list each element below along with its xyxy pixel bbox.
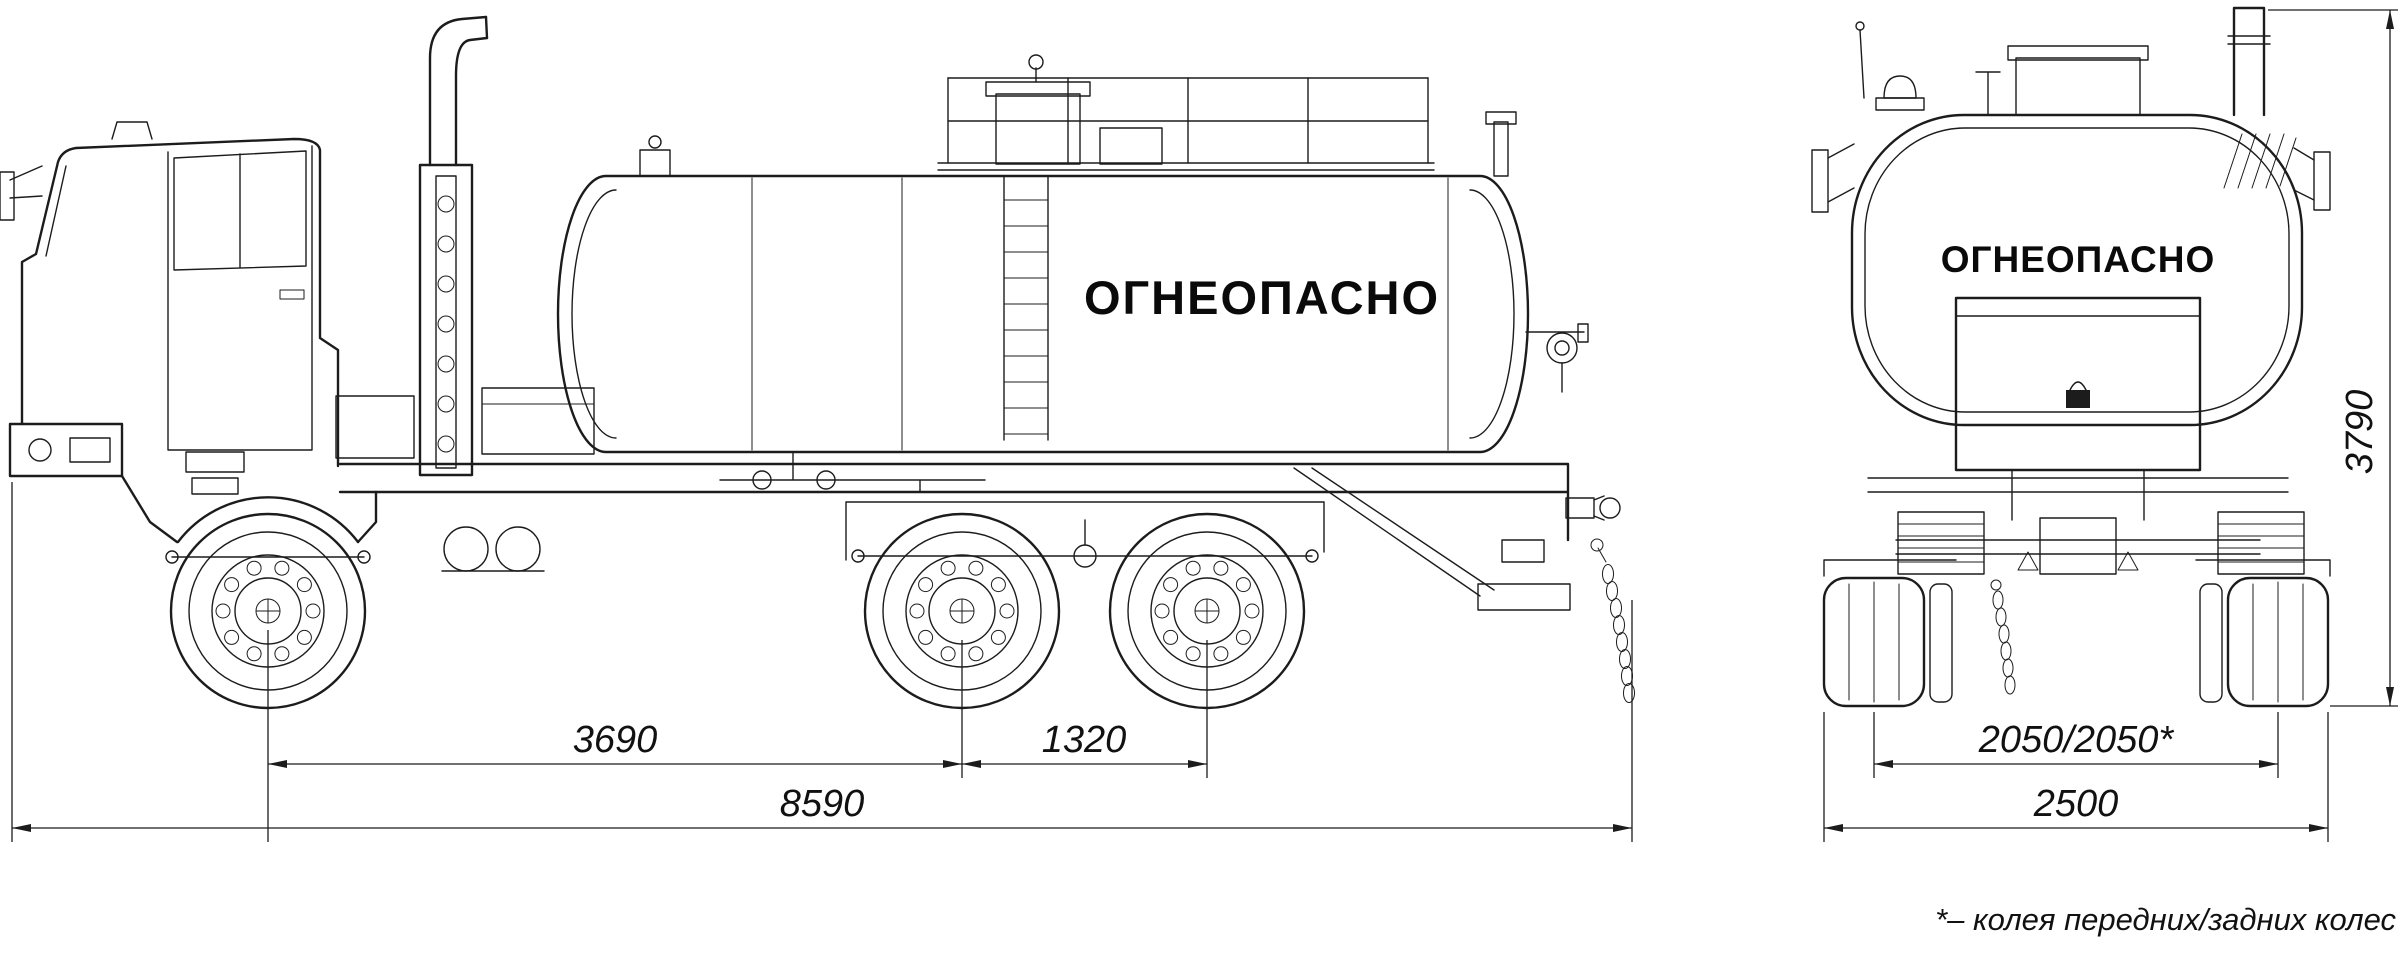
front-fender <box>120 474 378 544</box>
side-dimensions: 3690 1320 8590 <box>11 482 1633 842</box>
manhole-hatch <box>985 54 1091 165</box>
front-view: ОГНЕОПАСНО <box>1811 6 2398 842</box>
dim-label-8590: 8590 <box>780 783 865 825</box>
equipment-rack <box>418 163 474 477</box>
dim-label-track: 2050/2050* <box>1978 719 2175 761</box>
extension-lines <box>11 482 1633 842</box>
discharge-valve <box>1525 323 1589 393</box>
roof-beacon <box>111 121 153 140</box>
right-mirror <box>2293 147 2331 211</box>
leaf-spring-left <box>1897 511 1985 575</box>
dim-label-1320: 1320 <box>1042 719 1127 761</box>
cabinet-latch <box>2066 381 2090 408</box>
rear-fender <box>845 501 1325 561</box>
cab-steps <box>185 451 245 495</box>
ladder <box>1003 175 1049 441</box>
platform-box <box>1099 127 1163 165</box>
top-hatch-housing <box>1975 45 2149 116</box>
rear-chassis <box>1823 469 2331 577</box>
cab <box>0 121 378 544</box>
safety-chain-front <box>1990 579 2016 695</box>
frame-box <box>335 395 415 459</box>
front-vent <box>639 135 671 177</box>
fender-edges <box>1823 559 2331 577</box>
top-platform-railing <box>937 77 1435 171</box>
safety-chain <box>1590 538 1635 703</box>
tow-hitch <box>1565 495 1621 521</box>
rear-cabinet <box>1954 296 2202 472</box>
front-bumper <box>8 422 124 478</box>
under-tank-piping <box>719 452 986 493</box>
front-dimensions: 2050/2050* 2500 3790 <box>1823 9 2398 842</box>
dim-label-width: 2500 <box>2033 783 2119 825</box>
beacon-lamp <box>1855 21 1925 111</box>
chassis-frame <box>165 452 1621 611</box>
tank-seams <box>751 177 1449 451</box>
side-mirror <box>0 165 43 221</box>
tank-warning-label-front: ОГНЕОПАСНО <box>1941 239 2216 280</box>
rear-underrun-bar <box>1293 467 1571 611</box>
tank <box>556 54 1589 454</box>
dim-label-3690: 3690 <box>573 719 658 761</box>
footnote: *– колея передних/задних колес <box>1935 902 2396 937</box>
toolbox <box>481 387 595 455</box>
extension-lines-front <box>1823 9 2398 842</box>
axle-housing <box>2017 517 2139 575</box>
hatch-pattern <box>2223 133 2297 189</box>
tail-light <box>1501 539 1545 563</box>
front-suspension <box>165 550 371 564</box>
rear-vent <box>1485 111 1517 177</box>
air-tanks <box>441 526 545 572</box>
leaf-spring-right <box>2217 511 2305 575</box>
side-view: ОГНЕОПАСНО 3690 1320 8590 <box>0 15 1635 842</box>
exhaust-stack-front <box>2227 6 2271 117</box>
left-mirror <box>1811 143 1855 213</box>
exhaust-stack <box>428 15 489 167</box>
rear-wheels-front-view <box>1822 576 2330 708</box>
cab-door <box>167 145 313 451</box>
tank-warning-label-side: ОГНЕОПАСНО <box>1084 271 1440 324</box>
bogie-suspension <box>851 519 1319 568</box>
dim-label-height: 3790 <box>2339 390 2381 475</box>
